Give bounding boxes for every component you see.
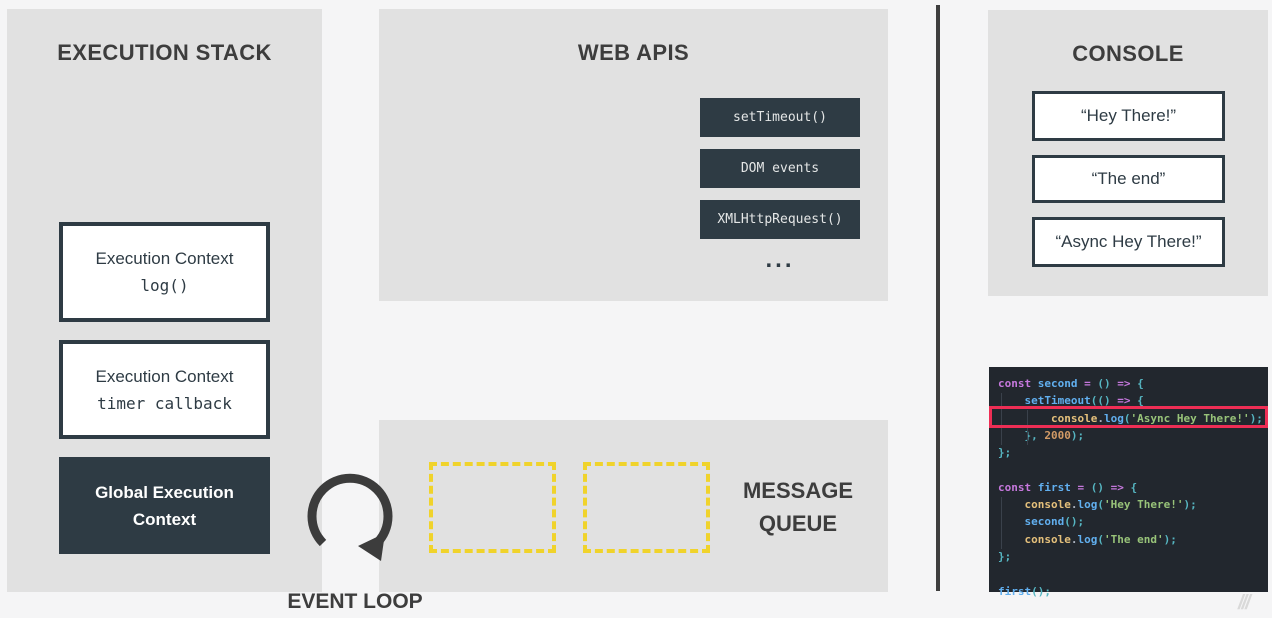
console-title: CONSOLE [1072,41,1184,66]
console-panel: CONSOLE “Hey There!” “The end” “Async He… [988,10,1268,296]
stack-frame-function: log() [140,276,189,295]
stack-frame-function: timer callback [97,393,232,413]
code-line: }; [998,446,1012,460]
indent-guide [1001,393,1002,445]
stack-frame-label: Global Execution [95,482,234,502]
code-line: console.log('Hey There!'); [1024,498,1197,512]
indent-guide [1001,497,1002,549]
console-output: “The end” [1032,155,1225,203]
message-queue-title-line1: MESSAGE [742,478,854,503]
execution-stack-title: EXECUTION STACK [57,40,272,65]
code-editor: const second = () => { setTimeout(() => … [989,367,1268,598]
code-line: }, 2000); [1024,428,1085,442]
message-queue-title: MESSAGE QUEUE [718,474,878,540]
vertical-divider [936,5,940,591]
console-output: “Async Hey There!” [1032,217,1225,267]
stack-frame-label: Context [132,509,197,529]
queue-empty-slot [583,462,710,553]
event-loop-cycle-icon [307,473,393,561]
code-line: first(); [998,584,1051,598]
code-line: const second = () => { [998,377,1144,390]
stack-frame-global-context: Global Execution Context [59,457,270,554]
code-line: console.log('The end'); [1024,532,1177,546]
code-line [998,565,1268,582]
ellipsis-more-apis: ... [765,246,795,273]
api-settimeout: setTimeout() [700,98,860,137]
indent-guide [1027,410,1028,445]
queue-empty-slot [429,462,556,553]
code-line [998,461,1268,478]
stack-frame-label: Execution Context [95,366,234,386]
watermark: /// [1238,592,1251,614]
message-queue-panel: MESSAGE QUEUE [379,420,888,592]
stack-frame-timer-callback: Execution Context timer callback [59,340,270,439]
code-line: setTimeout(() => { [1024,394,1144,408]
api-xmlhttprequest: XMLHttpRequest() [700,200,860,239]
code-line: }; [998,549,1012,563]
api-dom-events: DOM events [700,149,860,188]
stack-frame-label: Execution Context [95,249,234,268]
code-line: console.log('Async Hey There!'); [1050,411,1263,425]
event-loop-label: EVENT LOOP [287,590,423,613]
execution-stack-panel: EXECUTION STACK Execution Context log() … [7,9,322,592]
code-editor-lines: const second = () => { setTimeout(() => … [998,375,1268,600]
web-apis-title: WEB APIS [577,40,690,65]
message-queue-title-line2: QUEUE [758,511,838,536]
stack-frame-log: Execution Context log() [59,222,270,322]
console-output: “Hey There!” [1032,91,1225,141]
code-line: const first = () => { [998,480,1138,494]
web-apis-panel: WEB APIS setTimeout() DOM events XMLHttp… [379,9,888,301]
code-line: second(); [1024,515,1085,529]
